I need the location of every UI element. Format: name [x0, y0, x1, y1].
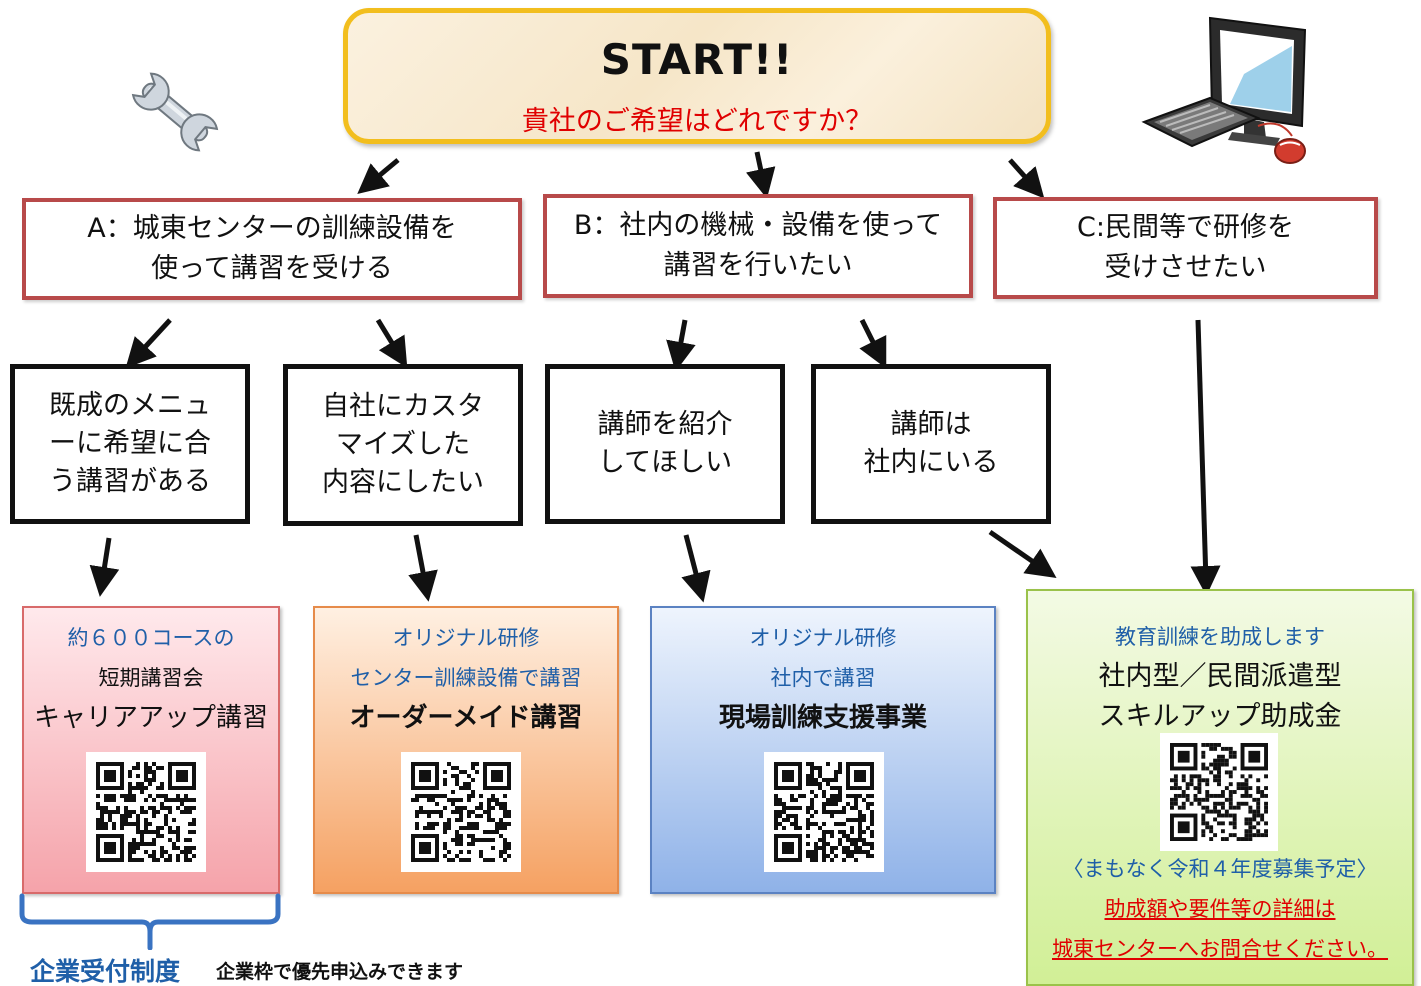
option-c-line1: C:民間等で研修を [1077, 212, 1294, 243]
arrow-b-to-inhouse [859, 318, 887, 369]
corp-reception-desc: 企業枠で優先申込みできます [216, 961, 464, 983]
subsidy-sub1: 教育訓練を助成します [1115, 625, 1325, 649]
subsidy-link-line1[interactable]: 助成額や要件等の詳細は [1104, 897, 1336, 921]
choice-existing-line2: ーに希望に合 [49, 428, 211, 459]
choice-customize: 自社にカスタ マイズした 内容にしたい [283, 364, 523, 526]
arrow-start-to-a [357, 158, 400, 194]
option-c: C:民間等で研修を 受けさせたい [993, 197, 1378, 299]
order-made-sub2: センター訓練設備で講習 [350, 666, 582, 690]
choice-existing-menu: 既成のメニュ ーに希望に合 う講習がある [10, 364, 250, 524]
result-career-up: 約６００コースの 短期講習会 キャリアアップ講習 [22, 606, 280, 894]
onsite-sub1: オリジナル研修 [749, 626, 897, 650]
qr-code-icon[interactable] [1160, 733, 1278, 851]
onsite-title: 現場訓練支援事業 [718, 703, 927, 733]
choice-inhouse-line1: 講師は [890, 409, 972, 440]
choice-customize-line3: 内容にしたい [322, 467, 484, 498]
arrow-introduce-to-onsite [681, 534, 711, 603]
start-title: START!! [600, 35, 794, 84]
start-question: 貴社のご希望はどれですか？ [521, 106, 873, 137]
choice-customize-line2: マイズした [335, 429, 471, 460]
subsidy-note: 〈まもなく令和４年度募集予定〉 [1062, 857, 1378, 881]
option-c-line2: 受けさせたい [1104, 252, 1267, 283]
subsidy-link-line2[interactable]: 城東センターへお問合せください。 [1052, 937, 1388, 961]
choice-introduce-line1: 講師を紹介 [597, 409, 733, 440]
result-order-made: オリジナル研修 センター訓練設備で講習 オーダーメイド講習 [313, 606, 619, 894]
arrow-c-to-subsidy [1190, 319, 1221, 596]
corp-reception-title: 企業受付制度 [30, 957, 181, 986]
career-up-sub2: 短期講習会 [98, 666, 204, 690]
bracket-brace [19, 893, 281, 950]
option-a: A：城東センターの訓練設備を 使って講習を受ける [22, 198, 522, 300]
wrench-icon [131, 72, 219, 152]
career-up-title: キャリアアップ講習 [33, 703, 268, 733]
arrow-a-to-existing [125, 318, 172, 369]
arrow-start-to-b [746, 151, 776, 199]
qr-code-icon[interactable] [86, 752, 206, 872]
choice-customize-line1: 自社にカスタ [322, 391, 484, 422]
onsite-sub2: 社内で講習 [770, 666, 876, 690]
arrow-start-to-c [1008, 158, 1045, 199]
result-skillup-subsidy: 教育訓練を助成します 社内型／民間派遣型 スキルアップ助成金 〈まもなく令和４年… [1026, 589, 1414, 986]
career-up-sub1: 約６００コースの [67, 626, 235, 650]
choice-inhouse-line2: 社内にいる [863, 447, 999, 478]
start-box: START!! 貴社のご希望はどれですか？ [343, 8, 1051, 144]
subsidy-title2: スキルアップ助成金 [1098, 701, 1342, 732]
option-b-line2: 講習を行いたい [663, 250, 853, 281]
arrow-customize-to-ordermade [408, 534, 438, 602]
qr-code-icon[interactable] [401, 752, 521, 872]
arrow-inhouse-to-subsidy [988, 529, 1057, 578]
computer-icon [1141, 16, 1307, 164]
order-made-title: オーダーメイド講習 [349, 703, 583, 733]
arrow-existing-to-career [89, 537, 120, 597]
arrow-b-to-introduce [666, 319, 696, 372]
option-b: B：社内の機械・設備を使って 講習を行いたい [543, 194, 973, 298]
choice-existing-line1: 既成のメニュ [49, 390, 211, 421]
option-a-line1: A：城東センターの訓練設備を [87, 213, 457, 244]
subsidy-title1: 社内型／民間派遣型 [1098, 661, 1342, 692]
choice-existing-line3: う講習がある [49, 466, 211, 497]
arrow-a-to-customize [375, 318, 408, 368]
option-a-line2: 使って講習を受ける [151, 253, 393, 284]
choice-introduce-line2: してほしい [597, 447, 733, 478]
option-b-line1: B：社内の機械・設備を使って [573, 210, 943, 241]
order-made-sub1: オリジナル研修 [392, 626, 540, 650]
choice-instructor-inhouse: 講師は 社内にいる [811, 364, 1051, 524]
choice-introduce-instructor: 講師を紹介 してほしい [545, 364, 785, 524]
qr-code-icon[interactable] [764, 752, 884, 872]
result-onsite-training: オリジナル研修 社内で講習 現場訓練支援事業 [650, 606, 996, 894]
